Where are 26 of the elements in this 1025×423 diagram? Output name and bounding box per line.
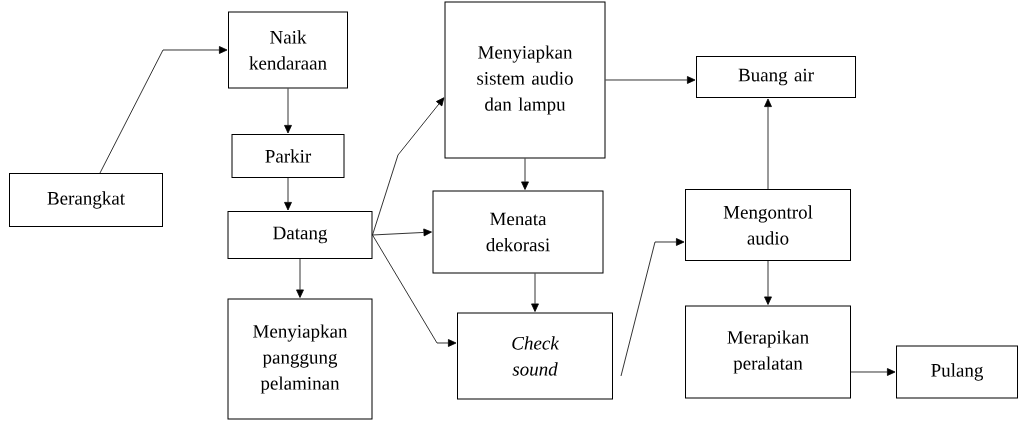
process-box: Datang [227,211,373,259]
arrow [521,158,529,190]
process-box: Menyiapkan sistem audio dan lampu [444,1,606,159]
process-box: Naik kendaraan [228,11,348,89]
arrow [605,76,696,84]
process-box: Menata dekorasi [432,190,604,274]
arrow [372,228,432,237]
arrow [284,177,292,211]
arrow [99,46,228,174]
process-box: Menyiapkan panggung pelaminan [227,298,373,420]
arrow [620,238,685,377]
process-box: Parkir [231,134,345,178]
process-box: Pulang [896,345,1018,399]
process-box: Mengontrol audio [685,189,851,261]
arrow [531,273,539,312]
arrow [764,98,772,190]
arrow [296,258,304,298]
arrow [850,368,896,376]
process-box: Merapikan peralatan [685,305,851,399]
arrow [372,97,445,236]
process-box: Buang air [696,56,856,98]
process-box: Berangkat [9,173,163,227]
process-box: Check sound [457,312,613,400]
arrow [764,260,772,305]
arrow [372,234,457,347]
arrow [284,88,292,134]
